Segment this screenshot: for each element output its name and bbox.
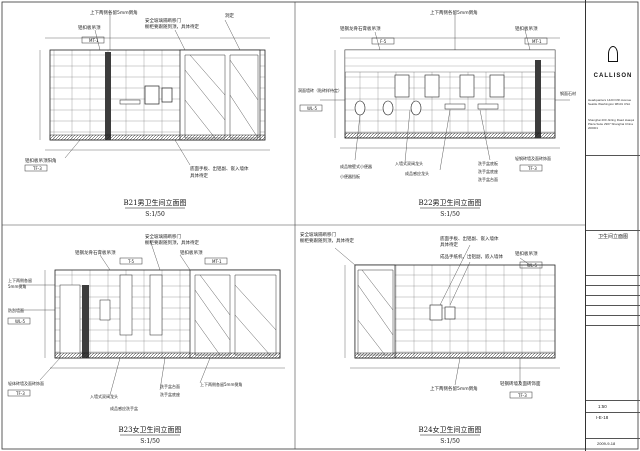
company-address: Headquarters 1420 Fifth Avenue Seattle W… <box>588 98 632 106</box>
b23-note-6: 5mm倒角 <box>8 283 26 289</box>
b22-tag-3: TF-3 <box>527 166 537 171</box>
b24-note-4: 具体待定 <box>440 241 458 248</box>
b23-note-7: 防刮墙面 <box>8 307 24 313</box>
b24-note-2: 橱柜要跟随到顶，具体待定 <box>300 237 354 244</box>
title-block <box>585 0 640 451</box>
sheet-title: 卫生间立面图 <box>598 234 629 240</box>
titleblock-divider <box>586 285 640 286</box>
b23-note-11: 洗手盆底座 <box>160 391 180 397</box>
b24-tag-1: WL-5 <box>527 263 538 268</box>
b23-note-2: 橱柜要跟随到顶，具体待定 <box>145 239 199 246</box>
b22-note-9: 小便器挡板 <box>340 173 360 179</box>
b24-note-7: 上下两侧各留5mm倒角 <box>430 385 478 392</box>
b22-note-5: 钢面石材 <box>560 90 576 96</box>
titleblock-divider <box>586 438 640 439</box>
sheet-number: I-E-18 <box>596 415 609 420</box>
b22-note-12: 洗手盆台面 <box>478 176 498 182</box>
b21-note-3: 安全玻璃隔断移门 <box>145 17 181 24</box>
titleblock-divider <box>586 400 640 401</box>
b23-tag-1: T-5 <box>127 259 135 264</box>
b21-note-7: 底面手板、出铝副、嵌入墙体 <box>190 165 249 172</box>
b23-note-12: 成品感应洗手盆 <box>110 405 138 411</box>
b21-note-4: 橱柜要跟随到顶，具体待定 <box>145 23 199 30</box>
b21-note-2: 铝扣板吊顶 <box>78 24 101 31</box>
b24-scale: S:1/50 <box>440 438 460 445</box>
b23-note-5: 上下两侧各留 <box>8 277 32 283</box>
b23-scale: S:1/50 <box>140 438 160 445</box>
elevation-b24: 安全玻璃隔断移门 橱柜要跟随到顶，具体待定 底面手板、出铝副、嵌入墙体 具体待定… <box>300 231 560 445</box>
b23-tag-3: TF-3 <box>15 391 25 396</box>
b21-tag-1: MT-1 <box>89 38 99 43</box>
b23-title: B23女卫生间立面图 <box>118 425 181 434</box>
b22-note-10: 成品感应龙头 <box>405 170 429 176</box>
b22-tag-4: WL-5 <box>307 106 318 111</box>
titleblock-divider <box>586 315 640 316</box>
elevation-b22: 上下两侧各留5mm倒角 铝钢龙骨石膏板吊顶 铝扣板吊顶 洞面墙砖（贴砖样待定） … <box>298 9 576 218</box>
b22-scale: S:1/50 <box>440 211 460 218</box>
titleblock-divider <box>586 412 640 413</box>
b22-note-6: 成品物壁式小便器 <box>340 163 372 169</box>
b24-note-1: 安全玻璃隔断移门 <box>300 231 336 238</box>
b22-tag-1: F-5 <box>380 39 387 44</box>
b22-note-3: 铝扣板吊顶 <box>515 25 538 32</box>
b22-tag-2: MT-1 <box>532 39 542 44</box>
titleblock-divider <box>586 230 640 231</box>
titleblock-divider <box>586 325 640 326</box>
company-logo: CALLISON <box>588 46 638 81</box>
b21-note-6: 铝扣板吊顶阳角 <box>25 157 57 164</box>
b21-tag-2: TF-3 <box>32 166 42 171</box>
b21-note-1: 上下两侧各留5mm倒角 <box>90 9 138 16</box>
sheet-date: 2009-9-18 <box>597 441 616 446</box>
b23-tag-2: MT-1 <box>212 259 222 264</box>
b23-note-13: 上下两侧各留5mm倒角 <box>200 381 242 387</box>
b22-note-4: 洞面墙砖（贴砖样待定） <box>298 87 342 93</box>
b22-note-11: 洗手盆底座 <box>478 168 498 174</box>
b23-note-4: 铝扣板吊顶 <box>180 249 203 256</box>
b21-title: B21男卫生间立面图 <box>123 198 186 207</box>
b22-note-7: 入墙式双阀龙头 <box>395 160 423 166</box>
b22-note-1: 上下两侧各留5mm倒角 <box>430 9 478 16</box>
b24-title: B24女卫生间立面图 <box>418 425 481 434</box>
b23-note-9: 入墙式双阀龙头 <box>90 393 118 399</box>
b23-note-8: 轻体砖墙及面砖饰面 <box>8 380 44 386</box>
titleblock-divider <box>586 305 640 306</box>
company-address-shanghai: Shanghai 200 Jinling Road Huaqui Plaza S… <box>588 118 635 130</box>
elevation-b21: 上下两侧各留5mm倒角 铝扣板吊顶 安全玻璃隔断移门 橱柜要跟随到顶，具体待定 … <box>24 9 270 218</box>
b24-note-5: 成品手纸机，出铝副，嵌入墙体 <box>440 253 503 260</box>
b21-scale: S:1/50 <box>145 211 165 218</box>
b24-note-8: 轻钢砖墙及面砖饰面 <box>500 380 541 387</box>
b24-note-6: 铝扣板吊顶 <box>515 250 538 257</box>
logo-mark-icon <box>608 46 618 62</box>
company-name: CALLISON <box>593 73 633 79</box>
elevation-b23: 安全玻璃隔断移门 橱柜要跟随到顶，具体待定 铝钢龙骨石膏板吊顶 铝扣板吊顶 上下… <box>7 233 285 445</box>
titleblock-divider <box>586 275 640 276</box>
b24-note-3: 底面手板、出铝副、嵌入墙体 <box>440 235 499 242</box>
b21-note-5: 洞定 <box>225 12 234 19</box>
titleblock-divider <box>586 295 640 296</box>
b23-tag-4: WL-5 <box>15 319 26 324</box>
titleblock-divider <box>586 155 640 156</box>
sheet-scale: 1:50 <box>598 404 607 409</box>
b22-title: B22男卫生间立面图 <box>418 198 481 207</box>
b22-note-8: 洗手盆底板 <box>478 160 498 166</box>
b24-tag-2: TF-3 <box>517 393 527 398</box>
b22-note-2: 铝钢龙骨石膏板吊顶 <box>340 25 381 32</box>
b23-note-3: 铝钢龙骨石膏板吊顶 <box>75 249 116 256</box>
b23-note-10: 洗手盆台面 <box>160 383 180 389</box>
b23-note-1: 安全玻璃隔断移门 <box>145 233 181 240</box>
b21-note-8: 具体待定 <box>190 172 208 179</box>
b22-note-13: 轻钢砖墙及面砖饰面 <box>515 155 551 161</box>
